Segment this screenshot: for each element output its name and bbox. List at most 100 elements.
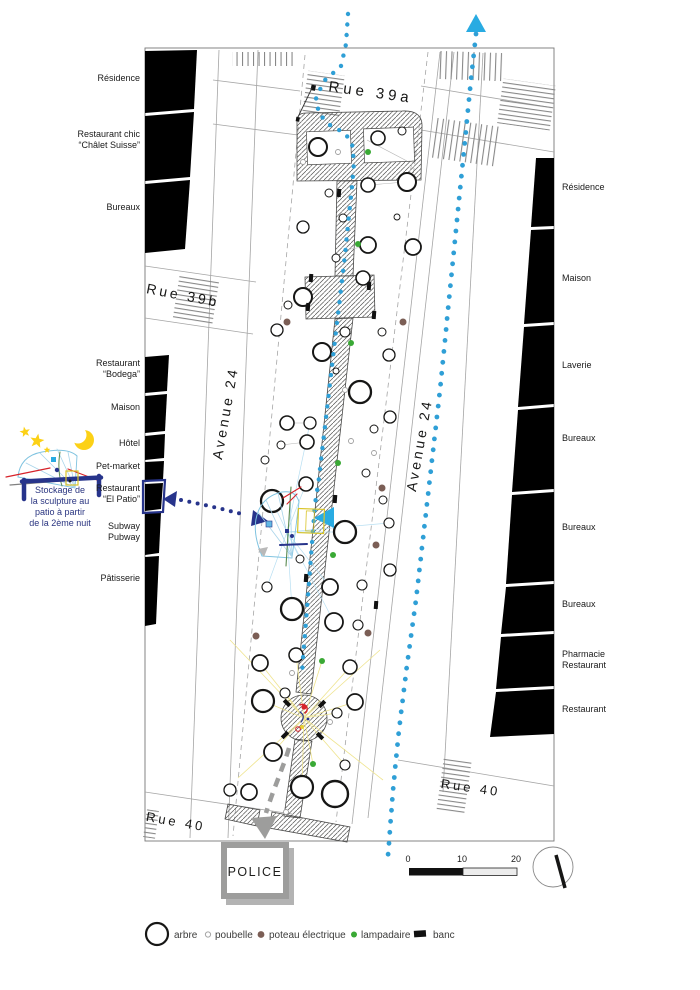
route-dot-avenue — [411, 611, 417, 617]
street-line — [397, 759, 555, 787]
yellow-sightline — [303, 712, 338, 719]
route-dot-avenue — [397, 720, 403, 726]
route-dot-avenue — [443, 327, 449, 332]
compass — [532, 846, 574, 889]
scale-segment-light — [462, 867, 518, 876]
route-dot-avenue — [425, 491, 431, 496]
route-dot-central — [309, 550, 314, 555]
tree — [299, 434, 315, 450]
building-label-west: Restaurant — [96, 358, 141, 368]
building-east — [496, 634, 554, 689]
sketches-layer — [5, 87, 326, 732]
building-west — [145, 556, 159, 626]
star-icon — [30, 433, 45, 448]
route-dot-avenue — [410, 622, 415, 627]
trash-bin — [371, 450, 377, 456]
tree — [370, 130, 386, 146]
route-dot-avenue — [407, 644, 412, 649]
route-dot-avenue — [445, 305, 451, 310]
route-dot-avenue — [444, 316, 450, 321]
route-dot-central — [346, 216, 351, 221]
tree — [279, 687, 291, 699]
building-east — [501, 584, 554, 634]
el-patio-highlight — [141, 478, 167, 515]
building-west — [145, 512, 161, 555]
street-lamp — [335, 460, 341, 466]
crosswalk — [436, 50, 504, 82]
trash-bin — [348, 438, 354, 444]
pedestrian-path — [295, 317, 354, 695]
route-dot-avenue — [448, 283, 453, 289]
route-dot-avenue — [390, 786, 396, 791]
route-dot-central — [337, 299, 342, 305]
sketch-rect — [65, 470, 79, 486]
route-dot-avenue — [455, 206, 461, 212]
route-dot-central — [309, 539, 315, 545]
sketch-dot — [300, 725, 304, 729]
yellow-sightline — [229, 639, 305, 719]
yellow-sightline — [303, 717, 384, 781]
route-dot-avenue — [414, 589, 420, 595]
route-dot-central — [344, 32, 349, 38]
route-dot-central — [327, 122, 333, 128]
street-label: Avenue 24 — [403, 398, 435, 493]
sketch-path — [282, 486, 302, 505]
building-east — [512, 407, 554, 492]
trash-bin — [342, 387, 348, 393]
route-dot-central — [313, 498, 318, 503]
legend-label-banc: banc — [433, 930, 455, 941]
route-dot-avenue — [391, 775, 397, 780]
tree — [331, 253, 341, 263]
route-dot-central — [302, 634, 307, 639]
plaza-terrace — [363, 126, 415, 164]
route-dot-avenue — [423, 513, 429, 518]
sketch-dot — [306, 717, 310, 721]
legend-label-lampadaire: lampadaire — [361, 930, 411, 941]
route-dot-avenue — [462, 141, 468, 146]
route-dot-central — [300, 665, 305, 670]
police-route-dashed — [263, 747, 292, 814]
route-arrowhead-north — [466, 14, 486, 32]
tree — [289, 774, 315, 800]
street-lamp — [310, 761, 316, 767]
route-dot-avenue — [389, 797, 395, 802]
route-dot-avenue — [415, 578, 421, 584]
building-label-west: Pâtisserie — [100, 573, 140, 583]
street-lamp — [355, 241, 361, 247]
storage-route-dot — [179, 498, 183, 502]
building-west — [145, 461, 164, 482]
tree — [382, 348, 396, 362]
star-icon — [19, 426, 30, 437]
building-label-west: “Châlet Suisse” — [78, 140, 140, 150]
tree — [339, 326, 351, 338]
yellow-sightline — [303, 666, 351, 719]
building-label-west: Subway — [108, 521, 141, 531]
legend-label-poubelle: poubelle — [215, 930, 253, 941]
street-lines-layer — [144, 49, 555, 839]
crosswalk — [172, 274, 220, 325]
trash-bin — [283, 809, 289, 815]
street-lamp — [319, 658, 325, 664]
street-line — [212, 123, 299, 136]
cyan-sightline — [286, 531, 335, 623]
tree — [378, 495, 388, 505]
route-dot-avenue — [430, 447, 436, 453]
street-furniture-layer — [252, 149, 407, 815]
route-dot-central — [331, 352, 336, 357]
route-dot-central — [323, 414, 329, 419]
route-dot-central — [305, 602, 310, 607]
annotation-line-3: patio à partir — [35, 507, 85, 517]
route-dot-avenue — [467, 86, 473, 92]
route-dot-central — [301, 644, 307, 649]
tree — [404, 238, 422, 256]
route-dot-avenue — [400, 698, 405, 704]
route-dot-avenue — [422, 523, 427, 529]
route-dot-central — [313, 96, 319, 101]
tree — [276, 440, 286, 450]
route-dot-central — [336, 310, 341, 315]
tree — [352, 619, 364, 631]
route-dot-avenue — [442, 338, 448, 343]
storage-annotation: Stockage de la sculpture au patio à part… — [29, 485, 91, 528]
route-dot-central — [322, 425, 328, 430]
